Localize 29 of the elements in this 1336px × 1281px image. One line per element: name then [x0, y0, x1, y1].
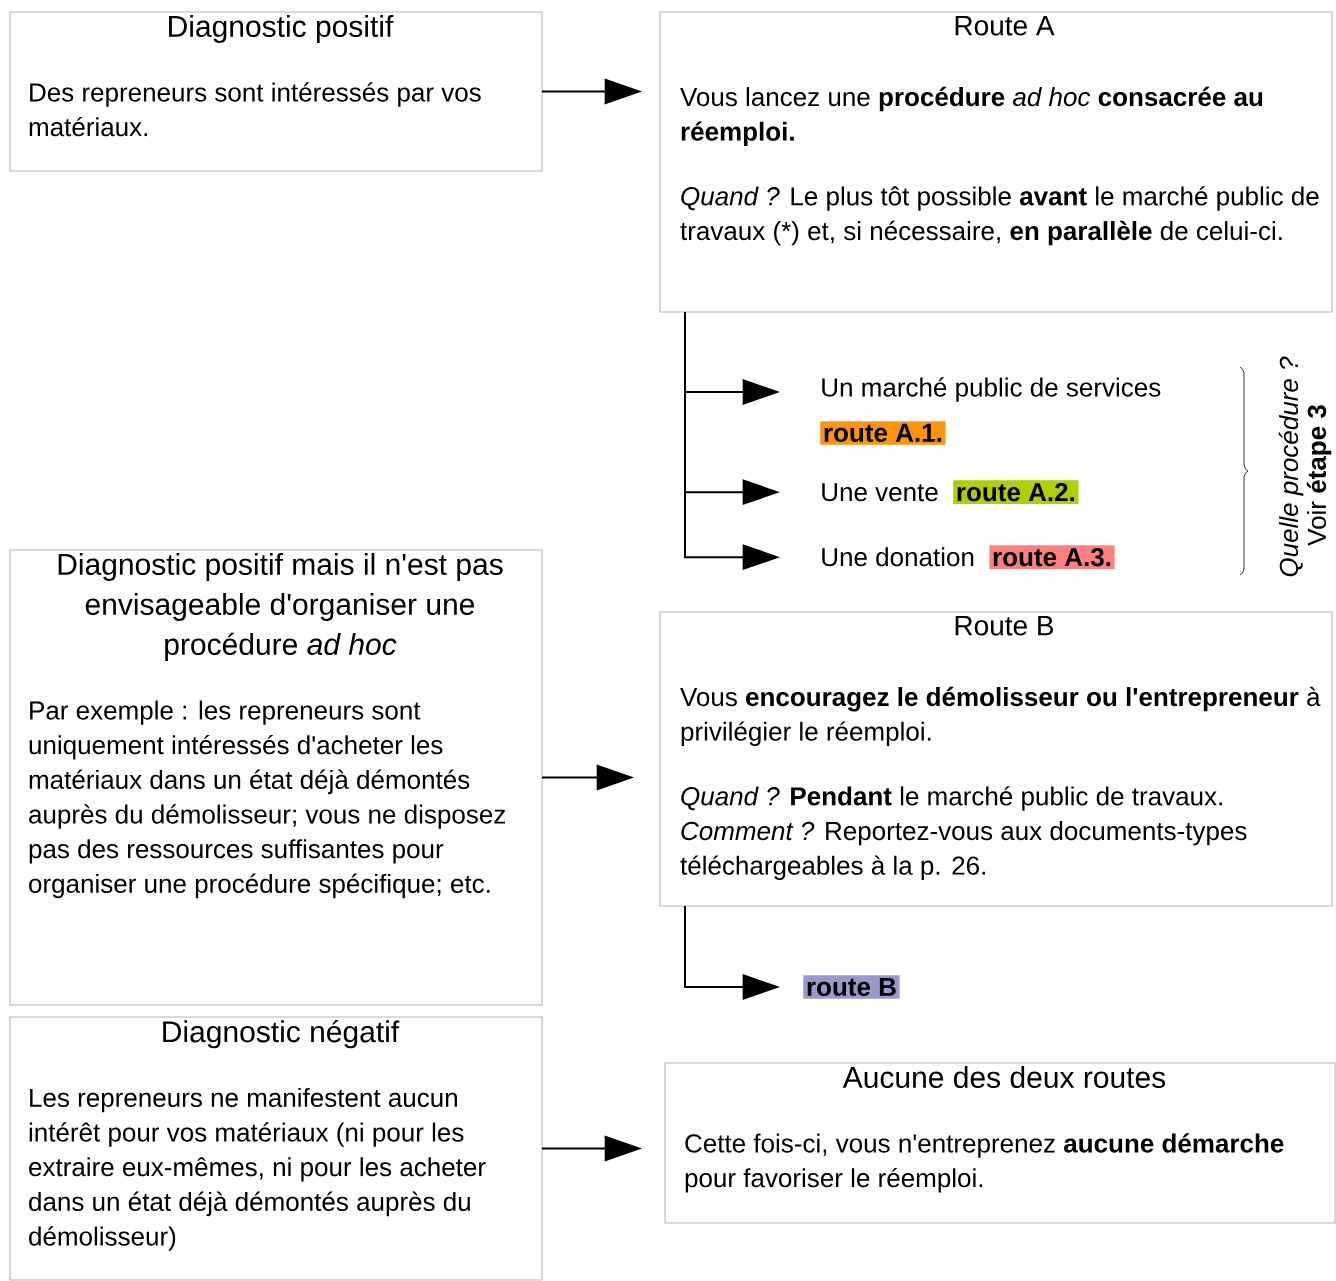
option-text: Une donation — [822, 547, 974, 567]
side-question: Quelle procédure ? — [1278, 356, 1304, 577]
body-text: Les repreneurs ne manifestent aucun intérêt pour vos matériaux (ni pour les extraire eux-mêmes, ni pour les acheter dans un état déjà démontés auprès du démolisseur) — [29, 1087, 486, 1251]
body-text: Par exemple : les repreneurs sont uniquement intéressés d'acheter les matériaux dans un état déjà démontés auprès du démolisseur; vous ne disposez pas des ressources suffisantes pour organiser une procédure spécifique; etc. — [29, 700, 505, 899]
box-heading: Route A — [955, 16, 1055, 36]
box-heading: Route B — [955, 616, 1054, 636]
text-box — [659, 611, 1333, 907]
box-heading: Diagnostic négatif — [163, 1020, 400, 1049]
route-tag: route A.2. — [953, 480, 1079, 504]
body-text: Quand ? Le plus tôt possible avant le marché public de travaux (*) et, si nécessaire, en parallèle de celui-ci. — [680, 186, 1319, 246]
route-tag: route A.1. — [820, 421, 946, 445]
body-text: Vous lancez une procédure ad hoc consacrée au réemploi. — [680, 86, 1263, 146]
side-note: Voir étape 3 — [1306, 405, 1332, 546]
route-tag: route A.3. — [989, 545, 1115, 570]
box-heading: Diagnostic positif — [169, 15, 394, 43]
option-text: Un marché public de services — [822, 377, 1161, 402]
text-box — [9, 11, 543, 172]
text-box — [9, 549, 543, 1006]
route-tag: route B — [803, 975, 900, 999]
text-box — [664, 1062, 1336, 1224]
body-text: Des repreneurs sont intéressés par vos matériaux. — [29, 82, 481, 137]
box-heading: Diagnostic positif mais il n'est pas envisageable d'organiser une procédure ad hoc — [58, 553, 503, 661]
option-text: Une vente — [822, 483, 938, 502]
text-box — [9, 1016, 543, 1281]
body-text: Quand ? Pendant le marché public de travaux. Comment ? Reportez-vous aux documents-types téléchargeables à la p. 26. — [680, 786, 1247, 880]
box-heading: Aucune des deux routes — [842, 1066, 1166, 1089]
body-text: Cette fois-ci, vous n'entreprenez aucune démarche pour favoriser le réemploi. — [685, 1133, 1284, 1193]
body-text: Vous encouragez le démolisseur ou l'entrepreneur à privilégier le réemploi. — [680, 686, 1321, 746]
text-box — [659, 11, 1333, 313]
